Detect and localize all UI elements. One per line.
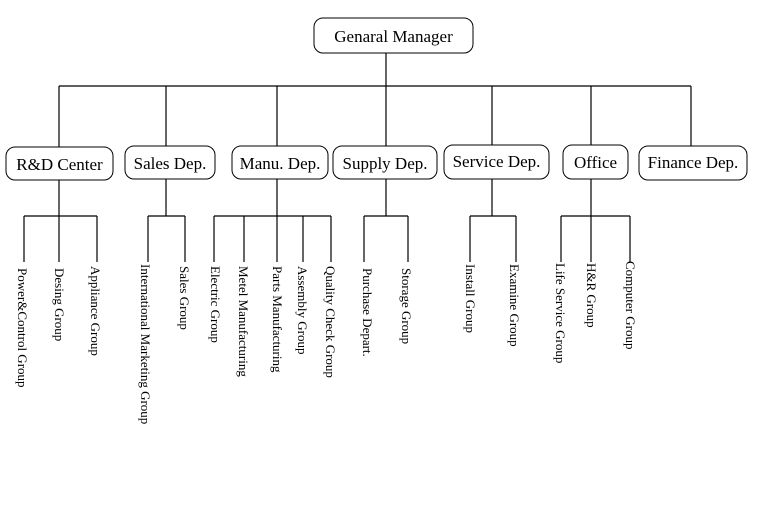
node-rnd-center: R&D Center [5, 146, 114, 181]
node-label: Manu. Dep. [240, 154, 321, 173]
group-label: Sales Group [177, 266, 192, 330]
node-sales-dep: Sales Dep. [124, 145, 216, 180]
node-box [231, 145, 329, 180]
group-label: Metel Manufacturing [236, 266, 251, 377]
group-label: Appliance Group [88, 266, 103, 356]
group-label: Computer Group [623, 261, 638, 349]
node-box [638, 145, 748, 181]
groups-rnd-center: Power&Control Group Desing Group Applian… [15, 266, 103, 388]
node-box [5, 146, 114, 181]
groups-sales-dep: International Marketing Group Sales Grou… [138, 264, 192, 424]
node-box [313, 17, 474, 54]
groups-supply-dep: Purchase Depart. Storage Group [360, 268, 414, 357]
node-manu-dep: Manu. Dep. [231, 145, 329, 180]
node-box [562, 144, 629, 180]
groups-manu-dep: Electric Group Metel Manufacturing Parts… [208, 266, 338, 378]
group-label: Examine Group [507, 264, 522, 347]
group-label: Purchase Depart. [360, 268, 375, 357]
group-label: Life Service Group [553, 263, 568, 363]
group-label: Assembly Group [295, 266, 310, 354]
node-label: Finance Dep. [648, 153, 739, 172]
node-label: Sales Dep. [134, 154, 207, 173]
group-label: Power&Control Group [15, 268, 30, 388]
edges-layer [23, 53, 692, 262]
node-label: Supply Dep. [343, 154, 428, 173]
node-label: Genaral Manager [334, 27, 453, 46]
group-label: Parts Manufacturing [270, 266, 285, 373]
node-label: R&D Center [16, 155, 103, 174]
node-office: Office [562, 144, 629, 180]
node-supply-dep: Supply Dep. [332, 145, 438, 180]
group-label: Install Group [463, 264, 478, 333]
group-label: Storage Group [399, 268, 414, 344]
group-label: International Marketing Group [138, 264, 153, 424]
group-label: Desing Group [52, 268, 67, 341]
node-label: Service Dep. [453, 152, 541, 171]
node-label: Office [574, 153, 617, 172]
node-finance-dep: Finance Dep. [638, 145, 748, 181]
node-box [332, 145, 438, 180]
node-service-dep: Service Dep. [443, 144, 550, 180]
group-label: Quality Check Group [323, 266, 338, 378]
groups-service-dep: Install Group Examine Group [463, 264, 522, 347]
node-general-manager: Genaral Manager [313, 17, 474, 54]
group-label: Electric Group [208, 266, 223, 343]
groups-office: Life Service Group H&R Group Computer Gr… [553, 261, 638, 363]
node-box [443, 144, 550, 180]
group-label: H&R Group [584, 263, 599, 328]
node-box [124, 145, 216, 180]
